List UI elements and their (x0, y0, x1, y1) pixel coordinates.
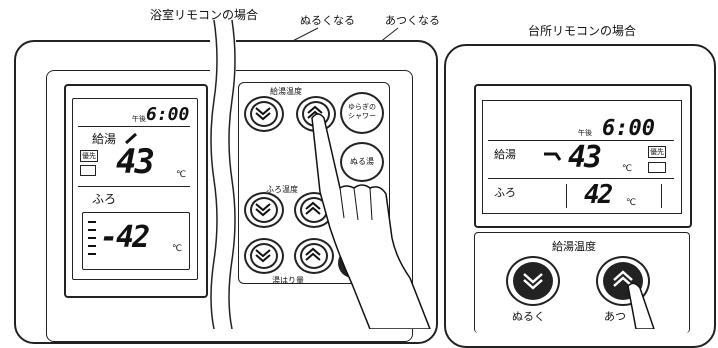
pointing-hand-icon (311, 113, 431, 329)
bath-clock-prefix: 午後 (132, 115, 146, 123)
kitchen-yusen-box (648, 162, 666, 173)
faucet-icon (544, 152, 562, 161)
hotter-caption: あつくなる (385, 14, 440, 27)
bath-furo-unit: ℃ (172, 244, 183, 254)
bath-time: 6:00 (146, 104, 190, 125)
break-line (210, 19, 236, 329)
kitchen-kyuto-ondo-label: 給湯温度 (552, 240, 596, 253)
nuruyu-label: ぬる湯 (350, 157, 374, 166)
yuragi-shower-button[interactable]: ゆらぎの シャワー (340, 92, 384, 134)
bath-kyuto-down-button[interactable] (244, 96, 284, 132)
shower-icon (124, 132, 138, 144)
yuragi-shower-label: ゆらぎの シャワー (348, 103, 376, 120)
bath-furo-temp: -42 (100, 220, 150, 255)
nuruyu-button[interactable]: ぬる湯 (340, 142, 384, 182)
cooler-caption: ぬるくなる (300, 14, 355, 27)
bath-kyuto-temp: 43 (116, 142, 155, 182)
bath-yuhari-label: 湯はり量 (272, 276, 304, 285)
kitchen-kyuto-unit: ℃ (622, 164, 633, 174)
kitchen-clock-prefix: 午後 (578, 129, 592, 137)
pointing-finger-icon (627, 282, 655, 329)
kitchen-remote-caption: 台所リモコンの場合 (528, 24, 637, 38)
bath-furo-box (82, 212, 190, 270)
kitchen-time: 6:00 (602, 116, 655, 141)
bath-yuhari-down-button[interactable] (244, 238, 284, 274)
bath-yusen-box (80, 165, 96, 176)
kitchen-furo-label: ふろ (494, 186, 516, 199)
bath-kyuto-ondo-label: 給湯温度 (270, 87, 302, 96)
kitchen-furo-temp: 42 (584, 180, 613, 210)
kitchen-down-label: ぬるく (512, 310, 545, 323)
kitchen-lcd-divider-1 (488, 140, 674, 141)
chevron-up-icon (305, 247, 321, 261)
chevron-down-icon (255, 249, 271, 263)
bath-remote-caption: 浴室リモコンの場合 (150, 8, 259, 22)
kitchen-furo-box (566, 184, 662, 208)
chevron-down-icon (255, 203, 271, 217)
kitchen-kyuto-label: 給湯 (494, 148, 516, 161)
chevron-down-icon (255, 107, 271, 121)
kitchen-kyuto-temp: 43 (568, 140, 602, 175)
bath-furo-down-button[interactable] (244, 192, 284, 228)
level-bars-icon (88, 221, 96, 255)
bath-furo-ondo-label: ふろ温度 (266, 185, 298, 194)
bath-kyuto-unit: ℃ (176, 170, 187, 180)
kitchen-up-label: あつ (604, 310, 626, 323)
chevron-down-icon (523, 273, 543, 290)
chevron-up-icon (305, 201, 321, 215)
kitchen-lcd-divider-2 (488, 178, 674, 179)
kitchen-yusen-label: 優先 (648, 146, 666, 158)
bath-furo-label: ふろ (92, 192, 117, 206)
bath-lcd-divider-1 (78, 126, 190, 127)
bath-lcd-divider-2 (78, 186, 190, 187)
kitchen-furo-unit: ℃ (626, 198, 637, 208)
chevron-up-icon (613, 270, 633, 287)
bath-lcd (72, 98, 198, 280)
bath-yusen-label: 優先 (80, 150, 98, 162)
kitchen-down-button[interactable] (506, 256, 560, 306)
bath-kyuto-label: 給湯 (92, 132, 117, 146)
bath-yuhari-up-button[interactable] (294, 238, 334, 274)
